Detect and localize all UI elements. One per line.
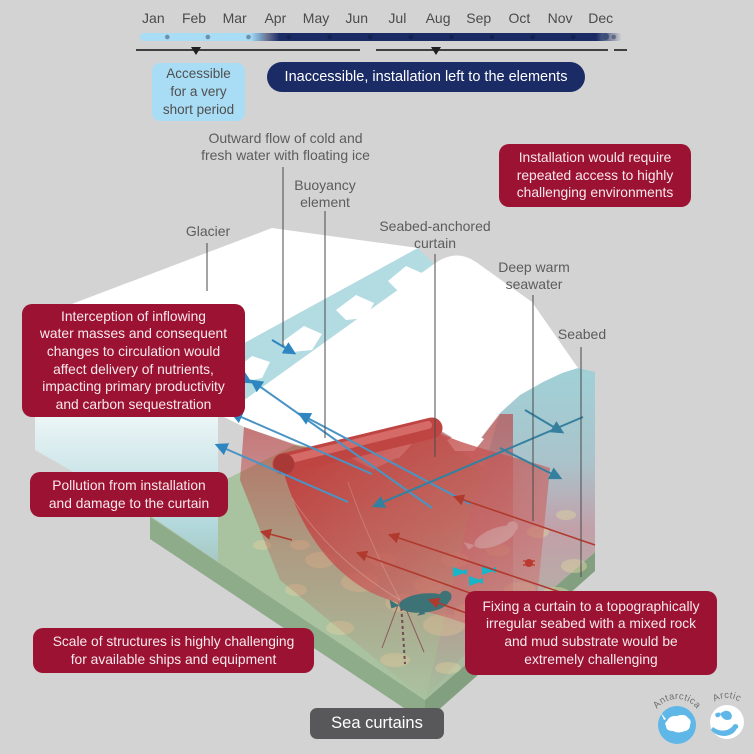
callout-line: extremely challenging	[524, 651, 658, 667]
pointer-triangle-icon	[191, 47, 201, 55]
callout-line: repeated access to highly	[516, 167, 674, 183]
antarctica-icon	[658, 706, 696, 744]
callout-fixing-seabed: Fixing a curtain to a topographically ir…	[465, 591, 717, 675]
month-label: Jul	[388, 10, 407, 26]
accessible-period-box: Accessible for a very short period	[152, 63, 245, 121]
title-badge: Sea curtains	[310, 708, 444, 739]
callout-scale: Scale of structures is highly challengin…	[33, 628, 314, 673]
label-line: Outward flow of cold and	[208, 130, 363, 146]
month-label: Sep	[466, 10, 492, 26]
callout-line: Fixing a curtain to a topographically	[482, 598, 700, 614]
label-line: element	[300, 194, 350, 211]
month-tick-dots	[140, 33, 622, 41]
month-label: Aug	[425, 10, 451, 26]
anchor-chain	[400, 601, 406, 665]
callout-line: water masses and consequent	[39, 326, 228, 342]
month-label: Mar	[222, 10, 247, 26]
label-outward-flow: Outward flow of cold and fresh water wit…	[188, 130, 383, 165]
callout-installation-access: Installation would require repeated acce…	[499, 144, 691, 207]
label-line: Buoyancy	[294, 177, 356, 193]
callout-line: Pollution from installation	[52, 477, 206, 493]
month-label: May	[302, 10, 330, 26]
callout-line: and carbon sequestration	[55, 396, 212, 412]
timeline-underline-right	[376, 49, 608, 51]
month-label: Apr	[264, 10, 287, 26]
arctic-icon	[710, 705, 744, 739]
callout-line: Interception of inflowing	[61, 308, 206, 324]
callout-interception: Interception of inflowing water masses a…	[22, 304, 245, 417]
month-label: Feb	[181, 10, 207, 26]
label-line: Seabed-anchored	[379, 218, 491, 234]
page-title: Sea curtains	[331, 714, 423, 732]
crab-icon	[523, 559, 535, 567]
label-seabed: Seabed	[550, 326, 614, 343]
callout-line: for available ships and equipment	[70, 651, 277, 667]
month-label: Oct	[508, 10, 531, 26]
label-line: fresh water with floating ice	[201, 147, 370, 164]
inaccessible-label: Inaccessible, installation left to the e…	[284, 69, 568, 85]
callout-pollution: Pollution from installation and damage t…	[30, 472, 228, 517]
polar-region-icons: Antarctica Arctic	[651, 690, 744, 744]
accessible-line: short period	[162, 101, 235, 117]
timeline-end-dot	[602, 33, 609, 40]
label-glacier: Glacier	[168, 223, 248, 240]
accessible-line: Accessible	[166, 66, 231, 82]
month-label: Nov	[547, 10, 573, 26]
callout-line: affect delivery of nutrients,	[53, 361, 214, 377]
label-line: curtain	[413, 235, 457, 252]
month-label: Jan	[142, 10, 165, 26]
accessible-line: for a very	[170, 84, 227, 100]
callout-line: changes to circulation would	[46, 343, 221, 359]
descending-water-arrows	[371, 409, 584, 508]
callout-line: and damage to the curtain	[48, 495, 210, 511]
timeline-underline-dash	[614, 49, 627, 51]
callout-line: Scale of structures is highly challengin…	[52, 633, 295, 649]
inaccessible-period-box: Inaccessible, installation left to the e…	[267, 62, 585, 92]
callout-line: and mud substrate would be	[504, 634, 678, 649]
leader-lines	[206, 167, 582, 577]
label-line: Seabed	[557, 326, 607, 342]
label-deep-warm-seawater: Deep warm seawater	[484, 259, 584, 294]
month-axis: Jan Feb Mar Apr May Jun Jul Aug Sep Oct …	[133, 10, 621, 26]
arctic-curved-label: Arctic	[711, 690, 743, 704]
label-buoyancy-element: Buoyancy element	[275, 177, 375, 212]
pointer-triangle-icon	[431, 47, 441, 55]
callout-line: challenging environments	[516, 185, 674, 201]
label-line: Glacier	[185, 223, 231, 239]
timeline-underline-left	[136, 49, 360, 51]
month-label: Dec	[588, 10, 614, 26]
callout-line: irregular seabed with a mixed rock	[485, 616, 697, 632]
accessible-period-bar	[140, 33, 264, 41]
label-line: Deep warm	[498, 259, 570, 275]
svg-text:Arctic: Arctic	[711, 690, 743, 704]
inaccessible-period-bar	[250, 33, 622, 41]
callout-line: impacting primary productivity	[42, 379, 225, 395]
month-label: Jun	[345, 10, 368, 26]
callout-line: Installation would require	[518, 150, 672, 166]
label-seabed-anchored-curtain: Seabed-anchored curtain	[373, 218, 497, 253]
label-line: seawater	[505, 276, 563, 293]
